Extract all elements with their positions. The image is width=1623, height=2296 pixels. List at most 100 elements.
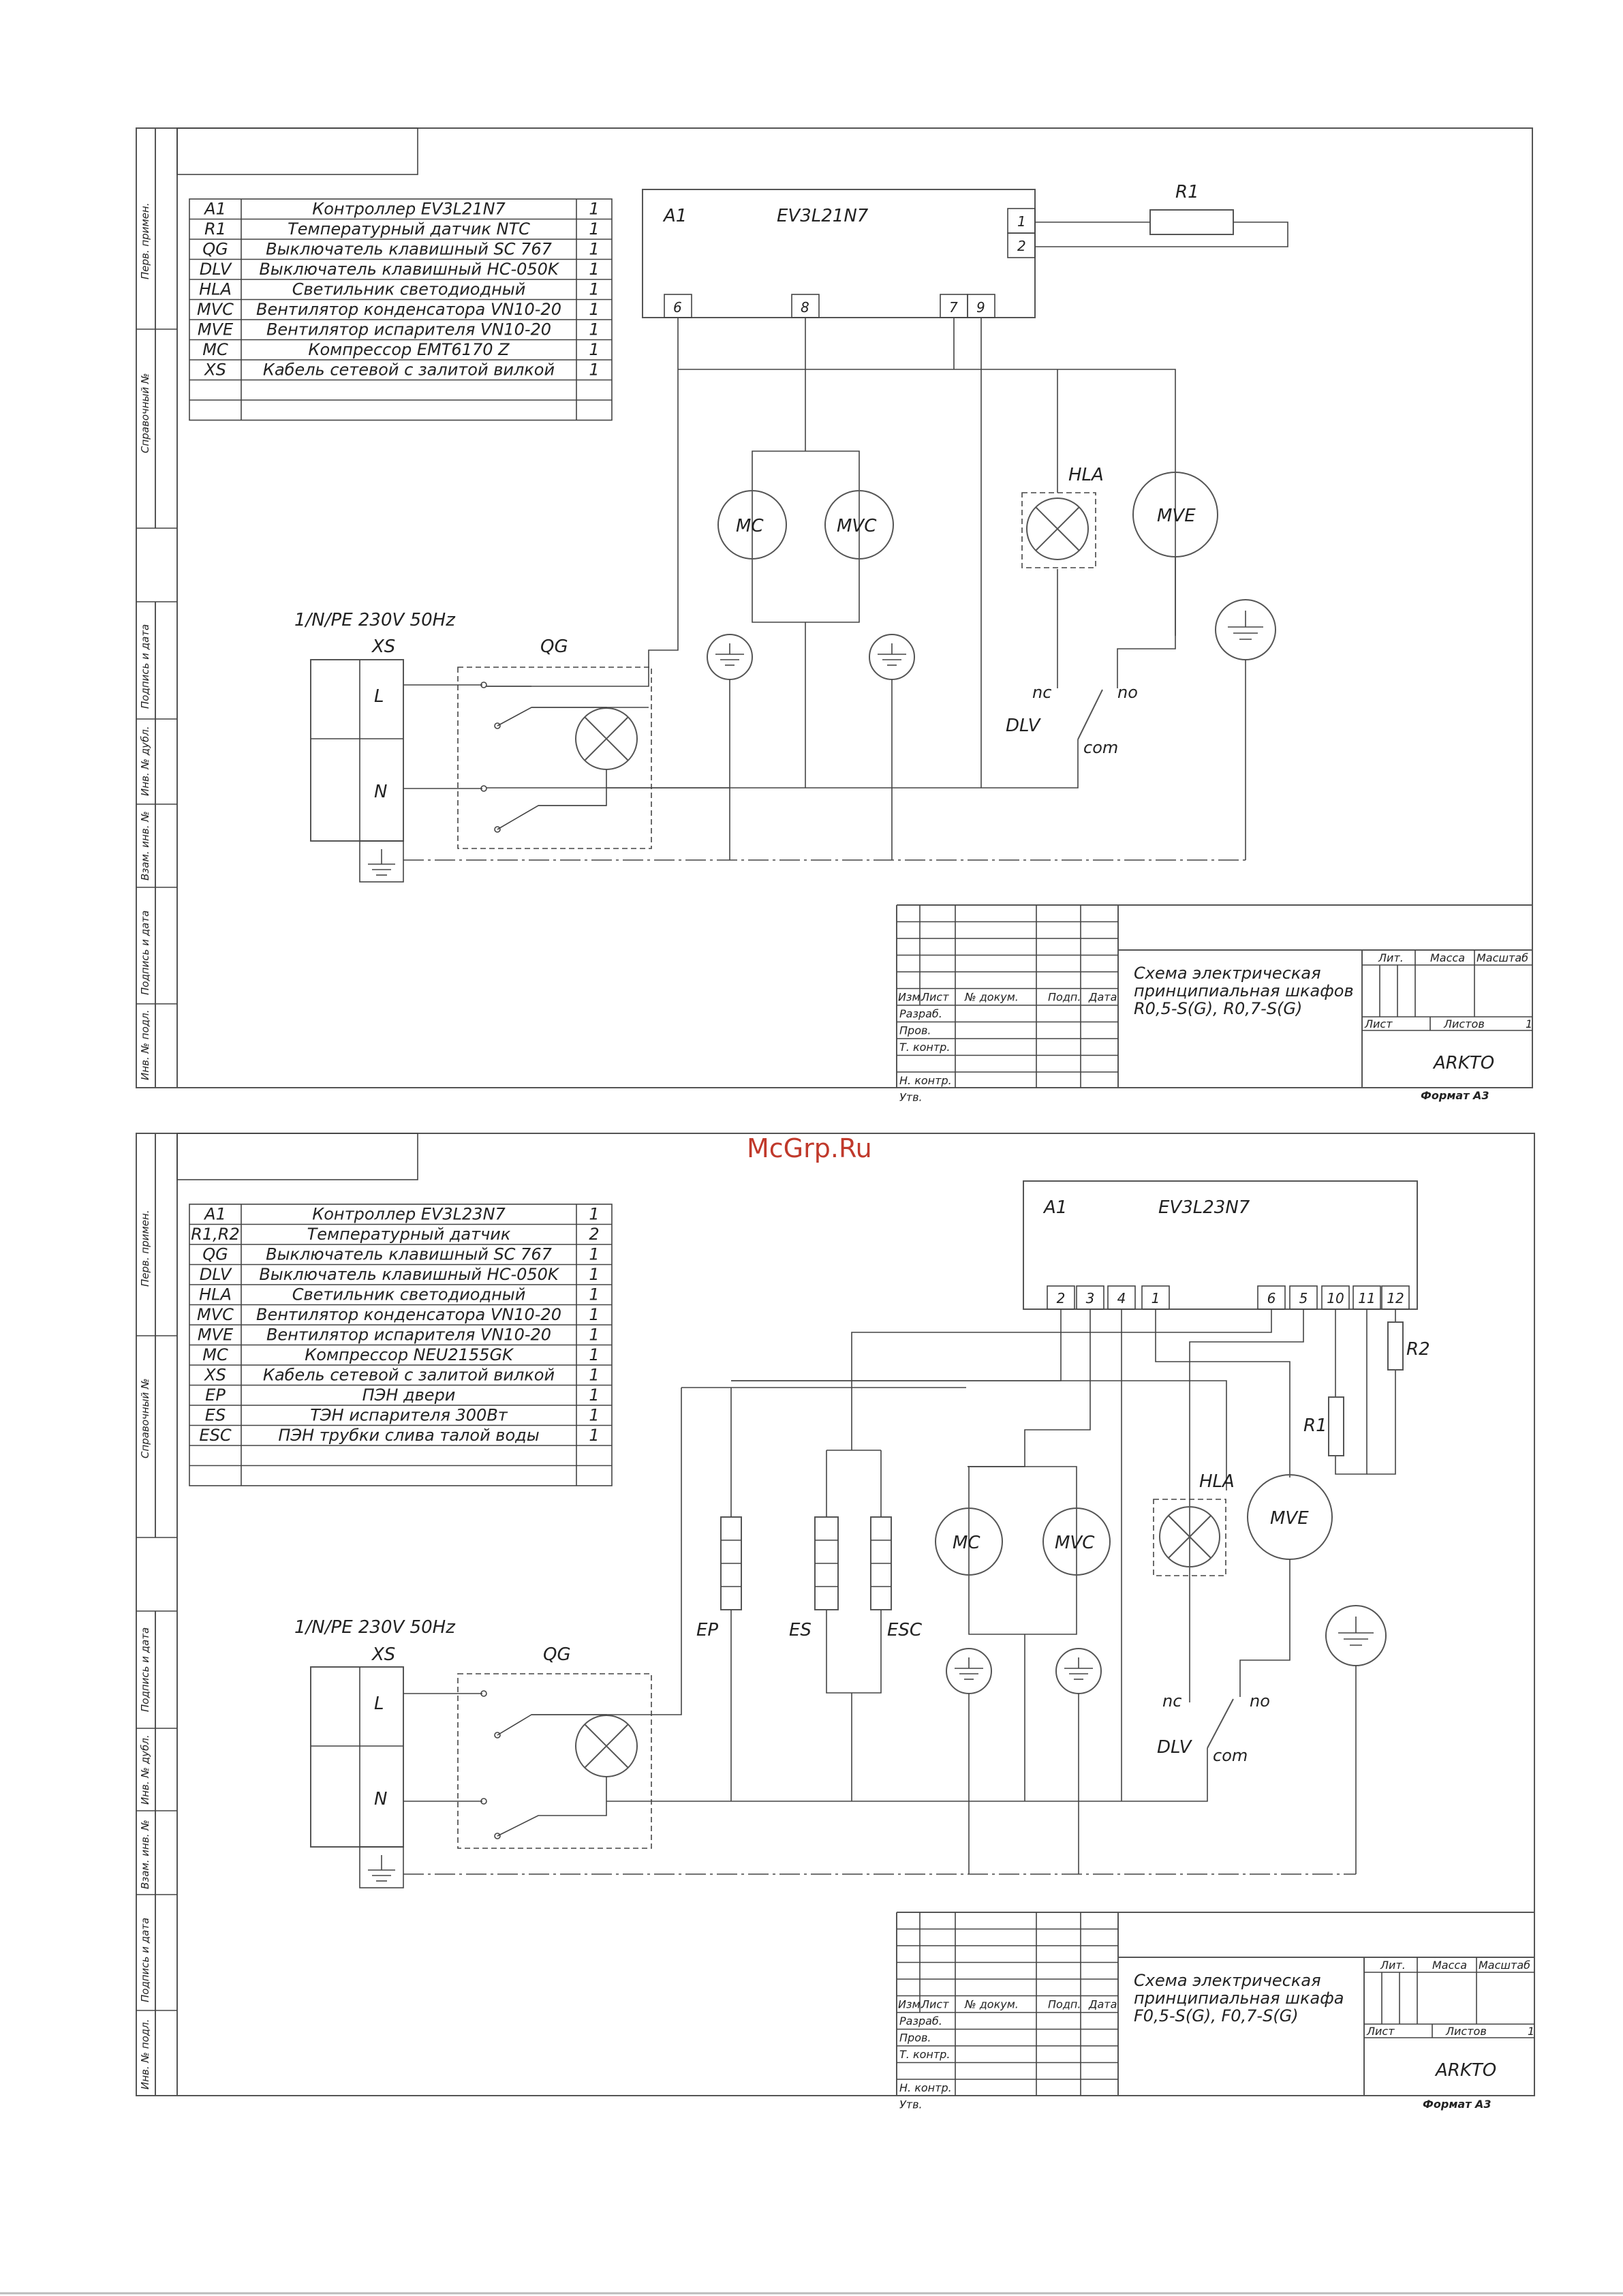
pin-label: 3 — [1086, 1290, 1095, 1306]
component-qty: 1 — [589, 280, 599, 299]
component-ref: A1 — [203, 1205, 226, 1224]
sheet-2: Перв. примен. Справочный № Подпись и дат… — [136, 1133, 1535, 2111]
title-block-header: Подп. — [1048, 991, 1081, 1004]
component-qty: 1 — [589, 340, 599, 359]
r1-label: R1 — [1303, 1415, 1327, 1436]
title-block-row: Разраб. — [899, 2015, 942, 2027]
component-qty: 1 — [589, 1426, 599, 1445]
controller-a1 — [1023, 1180, 1418, 1310]
component-ref: XS — [203, 1366, 226, 1385]
ground-icon — [1215, 599, 1276, 660]
title-block-row: Пров. — [899, 2032, 931, 2045]
component-qty: 1 — [589, 1265, 599, 1284]
motor-mvc — [824, 490, 894, 560]
scale-label: Масштаб — [1479, 1959, 1530, 1972]
component-qty: 1 — [589, 1205, 599, 1224]
component-ref: QG — [202, 240, 228, 259]
title-block-header: № докум. — [964, 991, 1019, 1004]
title-block-row: Утв. — [899, 1091, 923, 1104]
lamp-hla — [1159, 1506, 1220, 1567]
r1-resistor — [1149, 209, 1234, 235]
component-name: ПЭН двери — [362, 1386, 456, 1405]
mass-label: Масса — [1430, 951, 1465, 964]
sheets-label: Листов — [1443, 1017, 1485, 1030]
motor-mvc — [1042, 1507, 1111, 1576]
company-name: ARKTO — [1432, 1053, 1494, 1073]
component-qty: 1 — [589, 200, 599, 219]
side-label: Инв. № дубл. — [139, 1734, 151, 1805]
component-name: Контроллер EV3L23N7 — [312, 1205, 506, 1224]
controller-model: EV3L23N7 — [1158, 1197, 1250, 1218]
pin-label: 6 — [673, 299, 682, 316]
sheet-label: Лист — [1364, 1017, 1393, 1030]
component-ref: R1,R2 — [191, 1225, 240, 1244]
supply-label: 1/N/PE 230V 50Hz — [294, 610, 456, 630]
qg-label: QG — [540, 637, 568, 657]
mve-label: MVE — [1157, 506, 1196, 526]
title-block-header: Дата — [1088, 991, 1117, 1004]
lamp-hla — [1026, 498, 1089, 560]
side-label: Инв. № подл. — [139, 1010, 151, 1080]
pin-label: 7 — [949, 299, 958, 316]
pin-label: 2 — [1057, 1290, 1066, 1306]
ep-label: EP — [696, 1620, 718, 1640]
component-name: Вентилятор конденсатора VN10-20 — [256, 300, 561, 319]
esc-label: ESC — [887, 1620, 923, 1640]
es-label: ES — [789, 1620, 812, 1640]
drawing-title: Схема электрическая — [1134, 1971, 1321, 1990]
sheet-1: Перв. примен. Справочный № Подпись и дат… — [136, 127, 1533, 1104]
supply-label: 1/N/PE 230V 50Hz — [294, 1617, 456, 1638]
component-name: Светильник светодиодный — [292, 280, 526, 299]
l-label: L — [374, 1694, 384, 1714]
sheet-2-frame — [136, 1133, 1535, 2096]
com-label: com — [1083, 738, 1118, 757]
company-name: ARKTO — [1434, 2060, 1496, 2081]
component-name: ТЭН испарителя 300Вт — [310, 1406, 508, 1425]
component-name: Выключатель клавишный SC 767 — [266, 240, 552, 259]
component-ref: DLV — [200, 1265, 232, 1284]
lit-label: Лит. — [1380, 1959, 1406, 1972]
hla-label: HLA — [1068, 465, 1104, 485]
pin-label: 11 — [1358, 1290, 1375, 1306]
pin-label: 8 — [801, 299, 809, 316]
title-block-header: Подп. — [1048, 1998, 1081, 2011]
dlv-label: DLV — [1006, 716, 1042, 736]
switch-qg-box — [457, 1673, 652, 1849]
component-ref: MC — [202, 1345, 228, 1364]
pin-label: 1 — [1017, 213, 1026, 230]
sheet-1-frame — [136, 127, 1533, 1088]
drawing-title: принципиальная шкафа — [1134, 1989, 1344, 2008]
mve-label: MVE — [1270, 1508, 1309, 1529]
no-label: no — [1117, 683, 1138, 702]
hla-label: HLA — [1199, 1471, 1235, 1492]
format-label: Формат А3 — [1421, 1089, 1489, 1102]
n-label: N — [374, 782, 387, 802]
component-name: Вентилятор испарителя VN10-20 — [266, 320, 551, 339]
side-label: Подпись и дата — [139, 624, 151, 709]
title-block-row: Т. контр. — [899, 1041, 950, 1054]
r2-label: R2 — [1406, 1339, 1430, 1360]
title-block-header: № докум. — [964, 1998, 1019, 2011]
side-label: Инв. № дубл. — [139, 726, 151, 796]
side-label: Инв. № подл. — [139, 2019, 151, 2090]
component-name: Светильник светодиодный — [292, 1285, 526, 1304]
drawing-title: Схема электрическая — [1134, 964, 1321, 983]
component-qty: 1 — [589, 1406, 599, 1425]
component-qty: 1 — [589, 240, 599, 259]
component-name: Кабель сетевой с залитой вилкой — [263, 361, 555, 380]
component-ref: A1 — [203, 200, 226, 219]
component-qty: 1 — [589, 260, 599, 279]
drawing-title: R0,5-S(G), R0,7-S(G) — [1134, 999, 1302, 1018]
sheets-label: Листов — [1445, 2025, 1487, 2038]
plug-xs — [310, 659, 404, 842]
xs-label: XS — [371, 1644, 395, 1665]
component-ref: R1 — [204, 219, 226, 239]
component-qty: 1 — [589, 1366, 599, 1385]
mc-label: MC — [953, 1533, 980, 1553]
component-qty: 1 — [589, 1386, 599, 1405]
com-label: com — [1213, 1746, 1248, 1765]
component-name: Выключатель клавишный HC-050K — [259, 1265, 560, 1284]
controller-model: EV3L21N7 — [777, 206, 869, 226]
component-name: ПЭН трубки слива талой воды — [278, 1426, 539, 1445]
